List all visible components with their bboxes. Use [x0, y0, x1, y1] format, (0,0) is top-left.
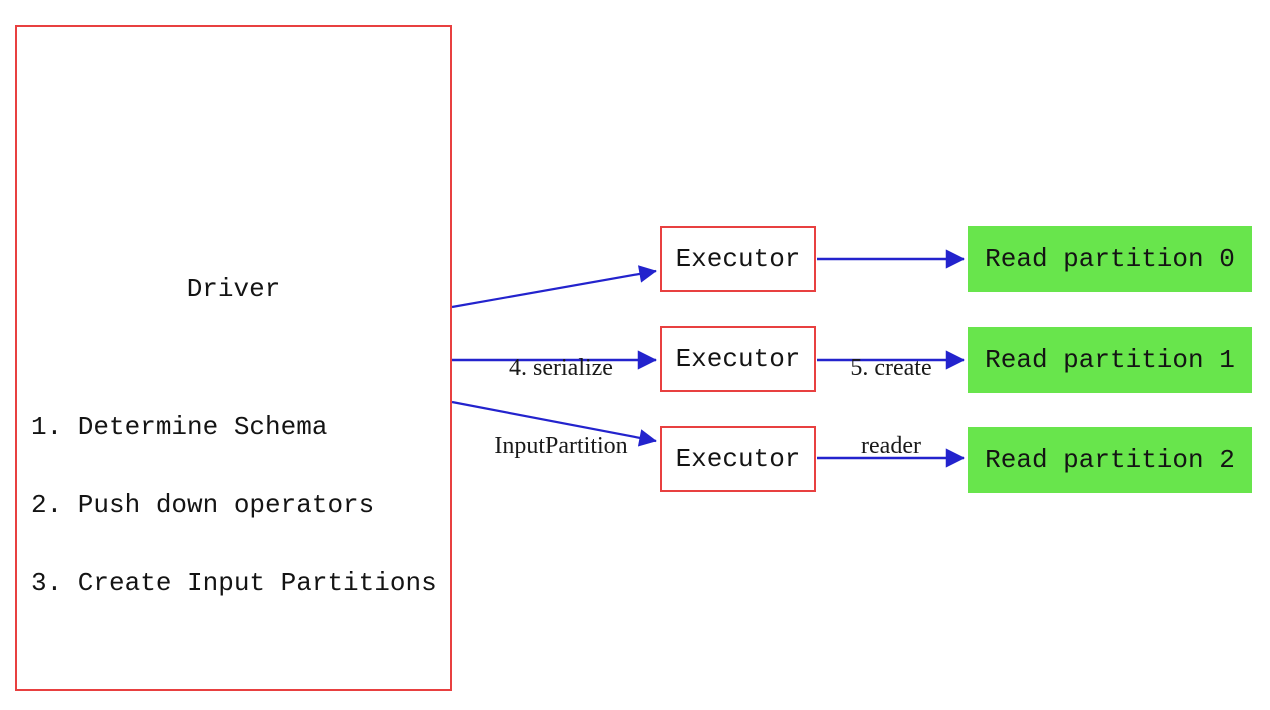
driver-step-2: 2. Push down operators: [31, 490, 375, 520]
driver-step-3: 3. Create Input Partitions: [31, 568, 437, 598]
read-partition-label-2: Read partition 2: [985, 445, 1235, 475]
executor-label-2: Executor: [675, 344, 801, 374]
edge-label-create-reader-line2: reader: [861, 433, 921, 459]
driver-box: [15, 25, 452, 691]
read-partition-label-0: Read partition 0: [985, 244, 1235, 274]
edge-label-create-reader: 5. create reader: [791, 303, 991, 511]
edge-label-serialize-line1: 4. serialize: [509, 355, 613, 381]
executor-box-3: Executor: [660, 426, 816, 492]
executor-box-1: Executor: [660, 226, 816, 292]
driver-steps-list: 1. Determine Schema 2. Push down operato…: [31, 362, 437, 648]
executor-label-1: Executor: [675, 244, 801, 274]
driver-step-1: 1. Determine Schema: [31, 412, 328, 442]
edge-label-create-reader-line1: 5. create: [850, 355, 932, 381]
arrow-driver-to-executor-1: [451, 265, 657, 309]
edge-label-serialize-line2: InputPartition: [494, 433, 628, 459]
read-partition-box-0: Read partition 0: [968, 226, 1252, 292]
read-partition-box-2: Read partition 2: [968, 427, 1252, 493]
read-partition-box-1: Read partition 1: [968, 327, 1252, 393]
executor-box-2: Executor: [660, 326, 816, 392]
executor-label-3: Executor: [675, 444, 801, 474]
driver-title: Driver: [186, 274, 281, 304]
read-partition-label-1: Read partition 1: [985, 345, 1235, 375]
edge-label-serialize-inputpartition: 4. serialize InputPartition: [461, 303, 661, 511]
